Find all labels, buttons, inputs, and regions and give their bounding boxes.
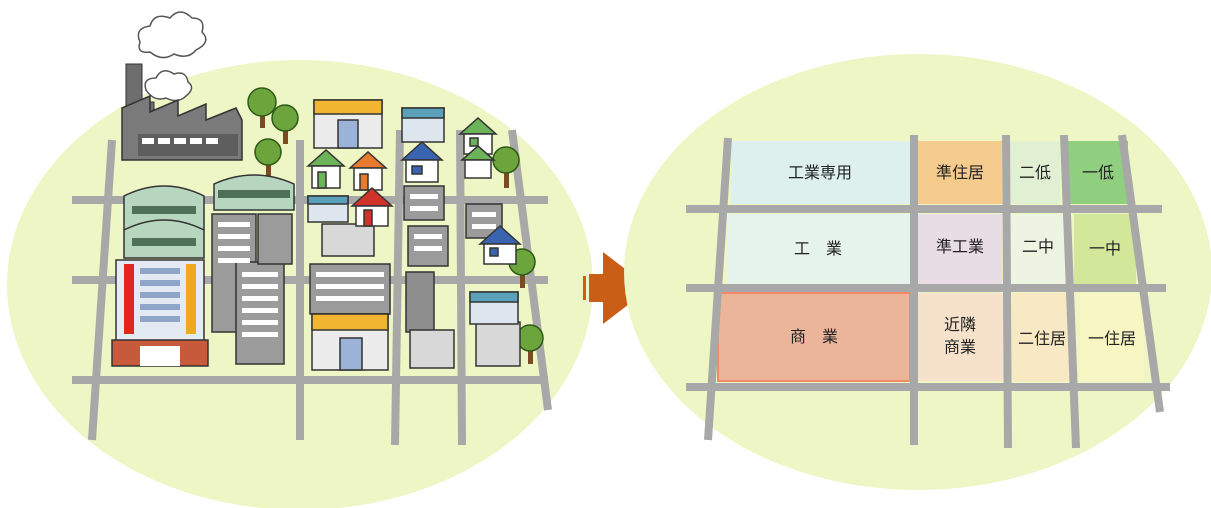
zone-ichi-tei	[1068, 141, 1128, 204]
zone-ni-jukyo	[1012, 293, 1072, 381]
right-road-grid	[686, 134, 1170, 449]
zone-labels: 工業専用 準住居 二低 一低 工 業 準工業 二中 一中 商 業 近隣商業 二住…	[788, 163, 1136, 356]
zone-ichi-chu	[1074, 214, 1136, 284]
zone-kogyo	[727, 214, 910, 284]
house-icon	[306, 116, 522, 265]
zone-label-ni-chu: 二中	[1022, 237, 1054, 256]
zone-kinrin-shogyo	[918, 293, 1004, 381]
zone-label-jun-kogyo: 準工業	[936, 237, 984, 256]
zone-label-kogyo-senyo: 工業専用	[788, 163, 852, 182]
zone-ni-tei	[1010, 141, 1060, 204]
zone-label-kogyo: 工 業	[794, 239, 842, 258]
cloud-icon	[137, 11, 207, 59]
zone-jun-jukyo	[918, 141, 1002, 204]
zone-label-ichi-jukyo: 一住居	[1088, 329, 1136, 348]
zone-ni-chu	[1010, 214, 1066, 284]
hotel-icon	[111, 259, 209, 367]
zone-label-ni-tei: 二低	[1019, 163, 1051, 182]
warehouse-building-icon	[123, 174, 295, 259]
shop-icon	[307, 99, 519, 371]
zone-label-ichi-tei: 一低	[1082, 163, 1114, 182]
zone-label-shogyo: 商 業	[790, 327, 838, 346]
mixed-city-scene	[7, 11, 593, 508]
zone-ichi-jukyo	[1080, 293, 1144, 381]
zone-kogyo-senyo	[731, 141, 910, 204]
zone-label-ni-jukyo: 二住居	[1018, 329, 1066, 348]
zone-label-ichi-chu: 一中	[1089, 239, 1121, 258]
zone-jun-kogyo	[918, 214, 1002, 284]
tree-icon	[247, 87, 544, 364]
zoning-map: 工業専用 準住居 二低 一低 工 業 準工業 二中 一中 商 業 近隣商業 二住…	[624, 54, 1211, 490]
zone-label-jun-jukyo: 準住居	[936, 163, 984, 182]
factory-icon	[121, 63, 243, 161]
smoke-icon	[144, 70, 193, 102]
zone-label-kinrin-shogyo: 近隣商業	[944, 315, 976, 356]
zone-blocks	[717, 141, 1144, 382]
